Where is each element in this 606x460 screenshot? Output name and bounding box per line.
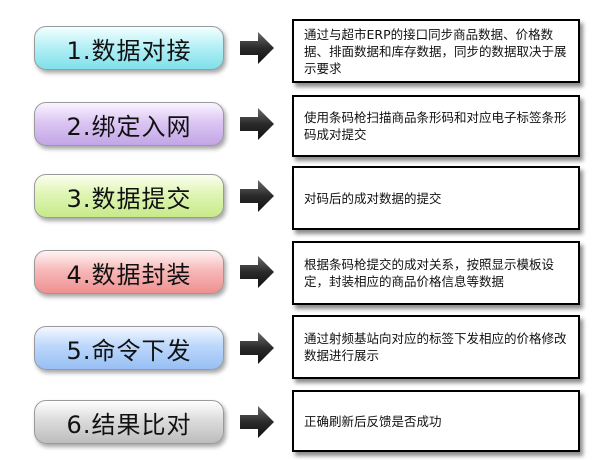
right-arrow-icon (240, 108, 274, 140)
step-6-description-box: 正确刷新后反馈是否成功 (292, 390, 580, 452)
step-5-pill: 5.命令下发 (34, 326, 224, 370)
right-arrow-icon (240, 180, 274, 212)
step-3-pill: 3.数据提交 (34, 174, 224, 218)
step-5-description: 通过射频基站向对应的标签下发相应的价格修改数据进行展示 (304, 331, 567, 363)
step-4-description: 根据条码枪提交的成对关系，按照显示模板设定，封装相应的商品价格信息等数据 (304, 257, 555, 289)
step-3-description: 对码后的成对数据的提交 (304, 190, 442, 206)
right-arrow-icon (240, 32, 274, 64)
step-row-6: 6.结果比对 (0, 398, 606, 460)
step-1-description-box: 通过与超市ERP的接口同步商品数据、价格数据、排面数据和库存数据，同步的数据取决… (292, 19, 580, 83)
right-arrow-icon (240, 256, 274, 288)
step-6-description: 正确刷新后反馈是否成功 (304, 413, 442, 429)
right-arrow-icon (240, 406, 274, 438)
step-5-description-box: 通过射频基站向对应的标签下发相应的价格修改数据进行展示 (292, 315, 580, 379)
step-2-description: 使用条码枪扫描商品条形码和对应电子标签条形码成对提交 (304, 110, 567, 142)
step-row-4: 4.数据封装 (0, 248, 606, 310)
step-5-label: 5.命令下发 (66, 336, 192, 365)
step-1-description: 通过与超市ERP的接口同步商品数据、价格数据、排面数据和库存数据，同步的数据取决… (304, 26, 567, 76)
step-2-pill: 2.绑定入网 (34, 102, 224, 146)
step-6-pill: 6.结果比对 (34, 400, 224, 444)
step-1-pill: 1.数据对接 (34, 26, 224, 70)
step-4-description-box: 根据条码枪提交的成对关系，按照显示模板设定，封装相应的商品价格信息等数据 (292, 241, 580, 305)
step-row-1: 1.数据对接 (0, 24, 606, 86)
step-row-5: 5.命令下发 (0, 324, 606, 386)
step-3-description-box: 对码后的成对数据的提交 (292, 166, 580, 230)
step-3-label: 3.数据提交 (66, 184, 192, 213)
step-4-pill: 4.数据封装 (34, 250, 224, 294)
step-row-2: 2.绑定入网 (0, 100, 606, 162)
step-1-label: 1.数据对接 (66, 36, 192, 65)
step-6-label: 6.结果比对 (66, 410, 192, 439)
step-2-label: 2.绑定入网 (66, 112, 192, 141)
step-2-description-box: 使用条码枪扫描商品条形码和对应电子标签条形码成对提交 (292, 95, 580, 157)
step-row-3: 3.数据提交 (0, 172, 606, 234)
step-4-label: 4.数据封装 (66, 260, 192, 289)
right-arrow-icon (240, 332, 274, 364)
